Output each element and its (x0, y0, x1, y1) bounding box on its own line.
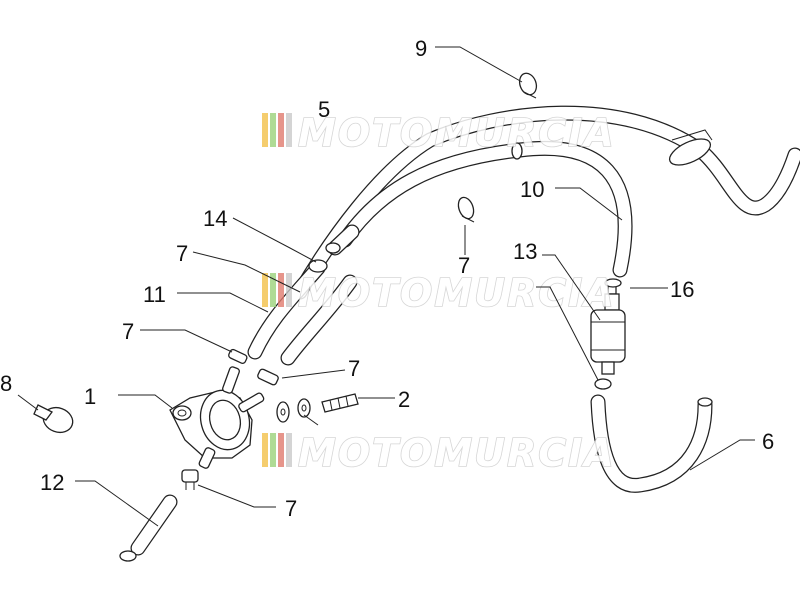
callout-10: 10 (520, 177, 544, 202)
clamp-14 (325, 242, 341, 254)
callout-9: 9 (415, 36, 427, 61)
clamp-8 (33, 404, 74, 434)
svg-text:MOTOMURCIA: MOTOMURCIA (298, 431, 616, 475)
hose-clamp-large (668, 129, 713, 166)
svg-text:MOTOMURCIA: MOTOMURCIA (298, 111, 616, 155)
callout-7-bottom: 7 (285, 496, 297, 521)
callout-16: 16 (670, 277, 694, 302)
hose-6 (590, 394, 713, 493)
clamp-9 (518, 72, 538, 99)
hose-11 (247, 259, 358, 366)
callouts: 9 5 10 14 7 13 7 16 11 7 7 8 1 2 6 12 7 (0, 36, 774, 521)
watermark-top: MOTOMURCIA (262, 110, 616, 156)
leader-lines (17, 46, 755, 527)
fitting-7-c (181, 469, 199, 490)
callout-12: 12 (40, 470, 64, 495)
washers-and-bolt (276, 393, 359, 423)
fuel-filter (590, 278, 626, 390)
hose-10 (337, 140, 633, 278)
watermark-bottom: MOTOMURCIA (262, 430, 616, 476)
clamp-7-middle (457, 196, 475, 223)
hose-12 (119, 494, 178, 562)
callout-7-left: 7 (122, 319, 134, 344)
fuel-pump (169, 366, 265, 469)
callout-14: 14 (203, 206, 227, 231)
main-fuel-hose (292, 105, 800, 300)
callout-6: 6 (762, 429, 774, 454)
callout-8: 8 (0, 371, 12, 396)
callout-5: 5 (318, 97, 330, 122)
callout-7-upper-left: 7 (176, 241, 188, 266)
callout-11: 11 (143, 282, 166, 307)
callout-7-middle: 7 (458, 253, 470, 278)
callout-13: 13 (513, 239, 537, 264)
fitting-7-a (228, 348, 248, 364)
callout-7-right: 7 (348, 356, 360, 381)
callout-2: 2 (398, 387, 410, 412)
callout-1: 1 (84, 384, 96, 409)
watermark-middle: MOTOMURCIA (262, 270, 616, 316)
fitting-7-b (257, 368, 279, 386)
svg-text:MOTOMURCIA: MOTOMURCIA (298, 271, 616, 315)
